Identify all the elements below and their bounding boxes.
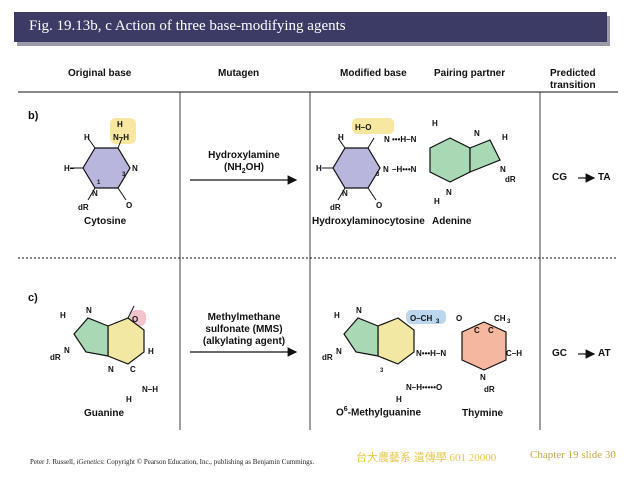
svg-text:dR: dR: [322, 353, 333, 362]
svg-text:N: N: [446, 188, 452, 197]
svg-text:dR: dR: [78, 203, 89, 212]
slide-number: Chapter 19 slide 30: [530, 449, 616, 461]
svg-text:N: N: [108, 365, 114, 374]
svg-text:N: N: [500, 165, 506, 174]
o6-methylguanine-label: O6-Methylguanine: [336, 406, 422, 419]
svg-text:O: O: [132, 315, 138, 324]
hydroxylamine-label: Hydroxylamine (NH2OH): [196, 150, 292, 178]
mms-label: Methylmethane sulfonate (MMS) (alkylatin…: [194, 312, 294, 348]
svg-text:3: 3: [507, 319, 511, 325]
svg-text:H: H: [148, 347, 154, 356]
mutagen-c-line3: (alkylating agent): [202, 336, 286, 347]
header-original-base: Original base: [68, 68, 132, 79]
svg-text:CH: CH: [494, 314, 506, 323]
svg-text:O–CH: O–CH: [410, 314, 432, 323]
svg-text:H: H: [432, 119, 438, 128]
course-stamp: 台大農藝系 遺傳學 601 20000: [356, 452, 497, 464]
guanine-label: Guanine: [84, 408, 125, 419]
svg-text:H: H: [502, 133, 508, 142]
transition-b-from: CG: [552, 172, 567, 183]
svg-text:C–H: C–H: [506, 349, 522, 358]
hydroxylaminocytosine-structure: H–O N H H N 3 N O dR •••H–N –H•••N: [316, 118, 417, 212]
svg-text:N: N: [132, 164, 138, 173]
header-predicted-transition: Predicted transition: [550, 68, 596, 91]
svg-text:3: 3: [122, 172, 126, 178]
svg-text:dR: dR: [330, 203, 341, 212]
svg-text:3: 3: [376, 172, 380, 178]
svg-text:dR: dR: [484, 385, 495, 394]
svg-text:O: O: [456, 314, 462, 323]
svg-text:N•••H–N: N•••H–N: [416, 349, 446, 358]
cytosine-label: Cytosine: [84, 216, 127, 227]
o6-methylguanine-structure: O–CH 3 H N N dR N•••H–N 3 N–H•••••O H: [322, 306, 446, 404]
svg-text:dR: dR: [50, 353, 61, 362]
svg-text:N–H•••••O: N–H•••••O: [406, 383, 442, 392]
svg-text:H: H: [334, 311, 340, 320]
panel-b-label: b): [28, 110, 39, 122]
panel-c-label: c): [28, 292, 38, 304]
transition-c-to: AT: [598, 348, 611, 359]
svg-text:N: N: [480, 373, 486, 382]
svg-text:N–H: N–H: [142, 385, 158, 394]
adenine-structure: H N H N dR N H: [429, 119, 516, 206]
svg-text:C: C: [130, 365, 136, 374]
svg-text:N: N: [356, 306, 362, 315]
svg-text:H: H: [396, 395, 402, 404]
svg-text:N: N: [86, 306, 92, 315]
header-pairing-partner: Pairing partner: [434, 68, 506, 79]
svg-text:H: H: [316, 164, 322, 173]
svg-text:N: N: [64, 346, 70, 355]
title-bar: Fig. 19.13b, c Action of three base-modi…: [14, 12, 607, 42]
adenine-label: Adenine: [432, 216, 472, 227]
cytosine-amino-highlight: [110, 118, 136, 144]
thymine-structure: O C C CH 3 C–H N dR: [456, 314, 522, 394]
transition-b-to: TA: [598, 172, 611, 183]
mutagen-c-line2: sulfonate (MMS): [205, 324, 283, 335]
svg-text:•••H–N: •••H–N: [392, 135, 417, 144]
header-mutagen: Mutagen: [218, 68, 260, 79]
methyl-highlight: [406, 310, 446, 324]
hydroxyl-highlight: [352, 118, 394, 134]
hydroxylaminocytosine-label: Hydroxylaminocytosine: [312, 216, 425, 227]
svg-text:H–: H–: [64, 164, 75, 173]
svg-text:3: 3: [436, 319, 440, 325]
svg-text:H: H: [84, 133, 90, 142]
mutagen-b-line1: Hydroxylamine: [208, 150, 280, 161]
cytosine-structure: H N–H H H– N 3 1 N O dR: [64, 118, 138, 212]
mutagen-c-line1: Methylmethane: [207, 312, 281, 323]
svg-text:H: H: [117, 120, 123, 129]
transition-c-from: GC: [552, 348, 567, 359]
svg-text:N–H: N–H: [113, 133, 129, 142]
svg-text:N: N: [384, 135, 390, 144]
header-modified-base: Modified base: [340, 68, 407, 79]
svg-text:N: N: [342, 189, 348, 198]
svg-text:H–O: H–O: [355, 123, 371, 132]
svg-text:C: C: [474, 326, 480, 335]
svg-text:1: 1: [97, 180, 101, 186]
svg-text:H: H: [60, 311, 66, 320]
svg-text:H: H: [434, 197, 440, 206]
svg-text:dR: dR: [505, 175, 516, 184]
guanine-structure: O H N N dR H C N–H H N: [50, 305, 158, 404]
svg-text:N: N: [383, 165, 389, 174]
copyright-footer: Peter J. Russell, iGenetics: Copyright ©…: [30, 458, 315, 466]
svg-text:–H•••N: –H•••N: [392, 165, 417, 174]
svg-text:C: C: [488, 326, 494, 335]
svg-text:3: 3: [380, 368, 384, 374]
svg-text:N: N: [474, 129, 480, 138]
svg-text:O: O: [376, 201, 382, 210]
slide-title: Fig. 19.13b, c Action of three base-modi…: [29, 18, 346, 34]
svg-text:N: N: [92, 189, 98, 198]
thymine-label: Thymine: [462, 408, 504, 419]
svg-text:H: H: [126, 395, 132, 404]
mutagen-b-line2: (NH2OH): [223, 162, 265, 175]
svg-text:O: O: [126, 201, 132, 210]
svg-text:N: N: [336, 347, 342, 356]
svg-text:H: H: [338, 133, 344, 142]
